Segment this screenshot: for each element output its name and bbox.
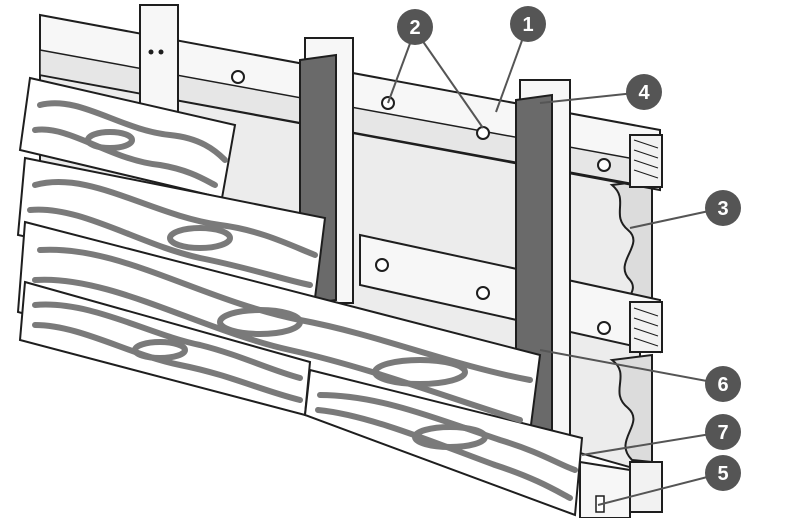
bolt-hole [375,258,389,272]
post-hole [158,49,164,55]
bolt-hole [597,321,611,335]
callout-2: 2 [397,9,433,45]
wood-grain [27,100,578,501]
callout-label: 2 [409,17,420,39]
vertical-post-left [139,4,179,116]
callout-label: 4 [638,82,650,104]
callout-7: 7 [705,414,741,450]
callout-label: 6 [717,374,728,396]
bolt-hole [476,126,490,140]
callout-5: 5 [705,455,741,491]
callout-label: 3 [717,198,728,220]
middle-beam-end [629,301,663,353]
wood-planks [16,76,584,517]
post-hole [148,49,154,55]
middle-beam-hatch [633,307,659,347]
bolt-hole [231,70,245,84]
bottom-beam-end [629,461,663,513]
callout-3: 3 [705,190,741,226]
callout-label: 5 [717,463,728,485]
callout-label: 1 [522,14,533,36]
callout-label: 7 [717,422,728,444]
bottom-bracket [579,460,631,518]
plank-5 [303,368,584,517]
bolt-holes [231,70,611,335]
bolt-hole [476,286,490,300]
callout-4: 4 [626,74,662,110]
bolt-hole [597,158,611,172]
callout-1: 1 [510,6,546,42]
upper-beam-end [629,134,663,188]
beam-end-hatch [633,139,659,179]
callout-6: 6 [705,366,741,402]
insulation-edge-lower [609,353,653,464]
